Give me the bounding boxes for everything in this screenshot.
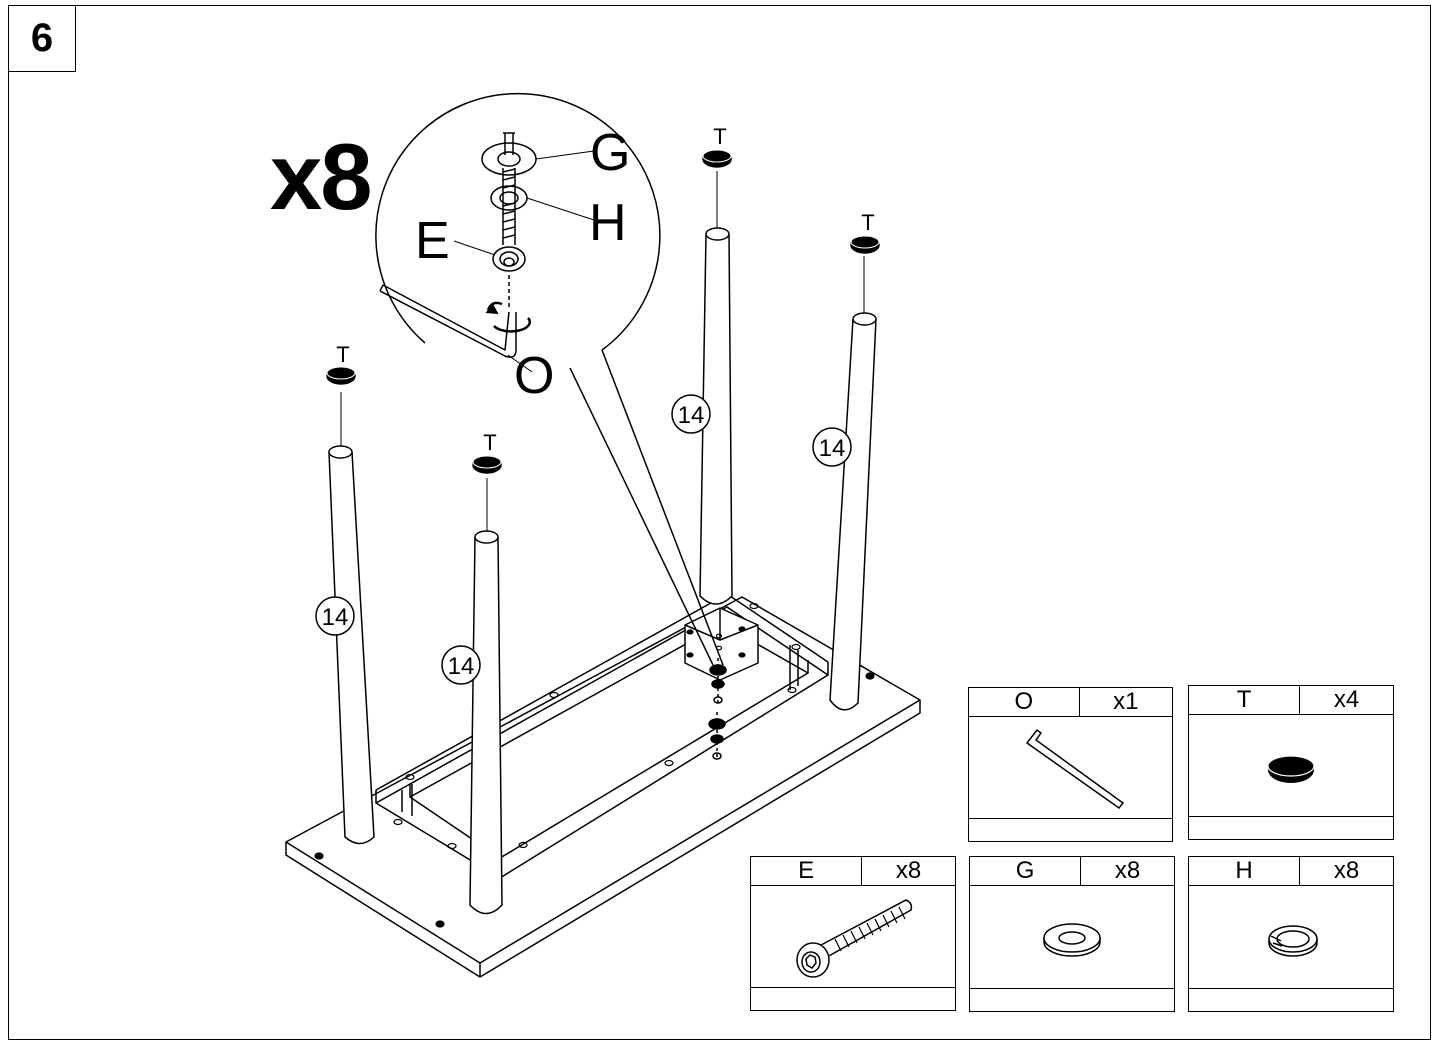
part-code: E [751,857,863,885]
part-code: T [1189,686,1301,714]
flat-washer-icon [1043,923,1101,957]
part-count: x8 [1333,857,1360,884]
leg-back-right [829,256,877,711]
bolt-icon [796,899,913,978]
felt-pad-icon [1267,755,1315,783]
part-code: O [969,688,1080,716]
part-code: H [1189,857,1301,885]
leg-front-right [469,478,503,915]
quantity-label: x8 [270,124,373,229]
leg-number-3: 14 [678,402,705,429]
page-frame [8,5,1431,1040]
label-h: H [589,194,627,252]
pilot-holes [314,602,875,928]
step-number: 6 [8,5,76,72]
allen-key-icon [1025,728,1125,810]
pad-label-1: T [336,342,349,367]
leg-front-left [328,392,375,845]
detail-callout [375,92,724,666]
felt-pads [326,149,880,474]
pad-label-3: T [713,124,726,149]
corner-bracket [684,607,759,681]
bolt-stack-exploded [708,658,727,760]
pad-label-2: T [483,430,496,455]
label-o: O [514,347,554,405]
label-g: G [590,124,630,182]
leg-number-1: 14 [322,604,349,631]
part-count: x4 [1333,686,1360,713]
leg-number-2: 14 [448,653,475,680]
spring-washer-icon [1268,925,1318,957]
leg-number-4: 14 [819,435,846,462]
callout-letters: G H E O [415,124,630,405]
leg-back-left [699,171,733,605]
step-number-text: 6 [30,16,54,60]
part-count: x8 [895,857,922,884]
pad-label-4: T [861,210,874,235]
label-e: E [415,212,450,270]
part-count: x1 [1113,688,1139,715]
leg-numbers: 14 14 14 14 [322,402,846,680]
pad-letters: T T T T [336,124,874,455]
leg-number-circles [315,394,852,685]
part-count: x8 [1114,857,1141,884]
part-code: G [970,857,1082,885]
